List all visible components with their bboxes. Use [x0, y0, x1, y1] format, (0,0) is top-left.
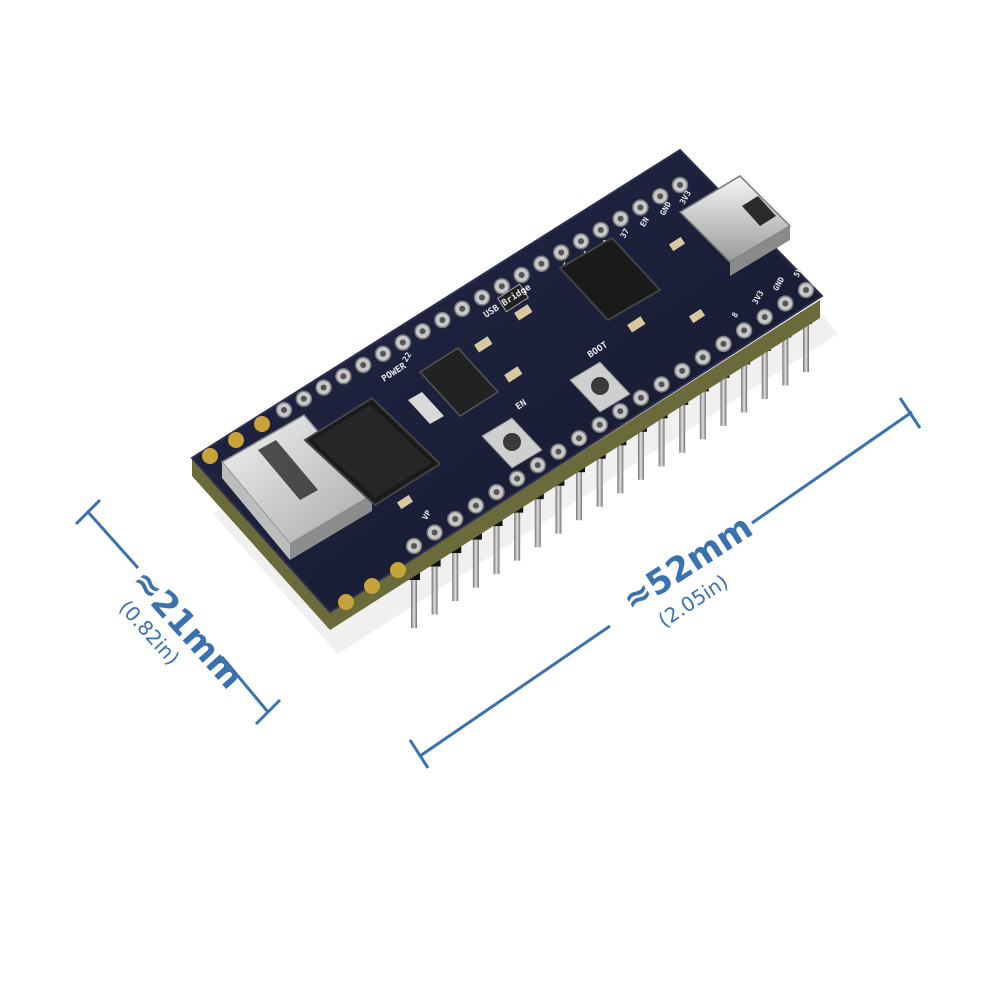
pin-hole-center [340, 373, 347, 380]
pin-hole-center [411, 543, 417, 549]
pin-hole-center [617, 408, 624, 415]
pin-hole-center [534, 462, 541, 469]
top-pin-row [275, 176, 689, 419]
pin-hole-center [761, 313, 768, 320]
pin-hole-center [720, 340, 727, 347]
pin-hole-center [657, 193, 664, 200]
pin-hole-center [699, 354, 706, 361]
pin-hole-center [472, 502, 479, 509]
pin-hole-center [360, 362, 367, 368]
silk-en: EN [514, 398, 529, 412]
header-pin [699, 383, 706, 440]
header-pin [411, 572, 417, 628]
pin-hole-center [431, 529, 438, 536]
pin-hole-center [498, 283, 505, 290]
top-pin-label: EN [638, 215, 651, 228]
bottom-pin-label: VP [421, 509, 434, 522]
header-pin [741, 356, 748, 413]
top-pin-label: 37 [619, 227, 632, 240]
header-pin [637, 423, 644, 480]
header-pin [514, 504, 521, 561]
pin-hole-center [576, 435, 583, 442]
bottom-pin-row [405, 281, 815, 555]
pin-hole-center [479, 294, 485, 301]
pin-hole-center [637, 204, 644, 211]
antenna-pads [202, 416, 406, 610]
smd-components [396, 236, 706, 510]
pin-hole-center [380, 350, 386, 357]
header-pin [596, 450, 603, 507]
pin-hole-center [399, 339, 406, 346]
pin-hole-center [679, 367, 686, 374]
header-pin [803, 316, 809, 372]
boot-button [569, 361, 631, 413]
header-pin [555, 477, 562, 534]
header-pin [576, 464, 583, 521]
header-pin [658, 410, 665, 467]
pin-hole-center [558, 249, 565, 256]
pin-hole-center [493, 489, 500, 496]
pin-hole-center [637, 394, 644, 401]
header-pin [679, 396, 686, 453]
header-pin [493, 518, 500, 575]
bottom-pin-label: 5V [792, 266, 805, 279]
pin-hole-center [419, 328, 426, 335]
pin-hole-center [300, 395, 307, 402]
pin-hole-center [596, 421, 603, 428]
header-pin [452, 545, 459, 602]
pin-hole-center [452, 516, 459, 523]
voltage-regulator [408, 347, 500, 424]
pin-hole-center [578, 238, 584, 245]
header-pin [472, 531, 479, 588]
micro-usb-port [678, 175, 792, 276]
pin-hole-center [459, 305, 466, 312]
pin-hole-center [803, 287, 809, 293]
pin-hole-center [677, 182, 683, 188]
pin-hole-center [617, 215, 624, 222]
header-pin [761, 342, 768, 399]
header-pin [720, 369, 727, 426]
header-pin [782, 329, 789, 386]
pin-hole-center [555, 448, 562, 455]
pin-hole-center [320, 384, 327, 391]
bottom-pin-label: 8 [730, 311, 740, 320]
header-pin [431, 558, 438, 615]
pin-hole-center [741, 327, 748, 334]
en-button [481, 417, 543, 469]
pin-hole-center [518, 272, 525, 278]
pin-hole-center [281, 407, 287, 413]
pin-hole-center [439, 317, 446, 323]
pin-hole-center [782, 300, 789, 307]
pin-hole-center [597, 227, 604, 233]
header-pin [617, 437, 624, 494]
top-pin-label: 22 [401, 350, 414, 363]
pin-hole-center [658, 381, 665, 388]
pin-hole-center [514, 475, 521, 482]
header-pin [534, 491, 541, 548]
pin-hole-center [538, 260, 545, 267]
mcu-chip [303, 396, 442, 507]
rf-module-shield [220, 414, 374, 560]
usb-bridge-chip [558, 236, 662, 322]
